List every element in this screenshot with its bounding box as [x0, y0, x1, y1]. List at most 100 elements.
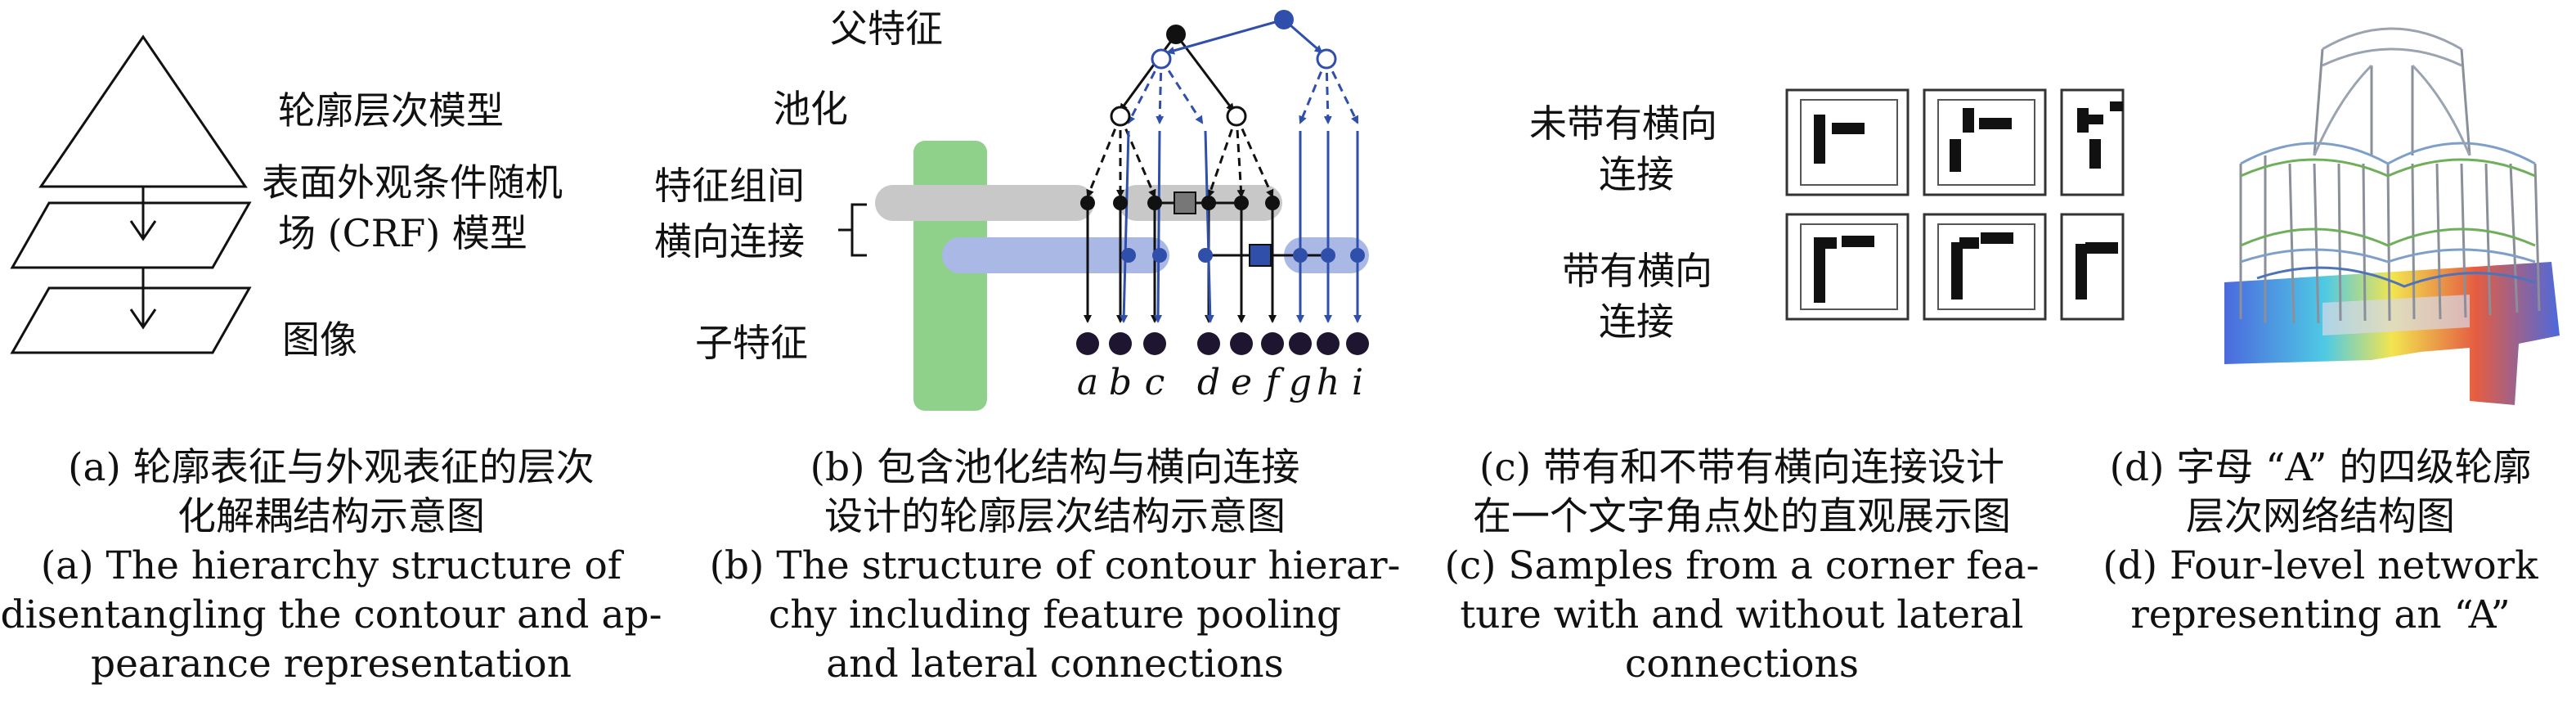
contour-model-triangle [38, 34, 248, 188]
caption-a-cn-line1: (a) 轮廓表征与外观表征的层次 [68, 445, 595, 490]
caption-a-en-line2: disentangling the contour and ap- [0, 592, 662, 637]
child-letter-e: e [1231, 362, 1252, 403]
child-node [1317, 332, 1340, 355]
without-lateral-label-line2: 连接 [1599, 152, 1674, 196]
panel-a-hierarchy-figure [10, 34, 252, 354]
lateral-factor-gray [1174, 191, 1196, 214]
heatmap-hole [2322, 295, 2470, 335]
caption-c-en-line1: (c) Samples from a corner fea- [1444, 543, 2040, 588]
sample-with-3 [2060, 213, 2125, 321]
caption-d: (d) 字母 “A” 的四级轮廓 层次网络结构图 (d) Four-level … [2069, 444, 2572, 640]
pool-node-black-2 [1226, 106, 1247, 127]
child-letter-d: d [1197, 362, 1220, 403]
caption-d-en-line2: representing an “A” [2130, 592, 2511, 637]
group-node-blue [1321, 248, 1335, 263]
without-lateral-label-line1: 未带有横向 [1529, 101, 1717, 146]
edge-black-pool-group1 [1086, 115, 1122, 198]
caption-c: (c) 带有和不带有横向连接设计 在一个文字角点处的直观展示图 (c) Samp… [1423, 444, 2061, 689]
caption-d-cn-line1: (d) 字母 “A” 的四级轮廓 [2109, 445, 2532, 490]
edge-black-pool-group3 [1119, 115, 1156, 198]
edge-blue-leaf-b [1120, 130, 1130, 323]
child-letter-h: h [1317, 362, 1340, 403]
crf-plane [10, 201, 252, 269]
crf-model-label-line2: 场 (CRF) 模型 [278, 211, 527, 255]
edge-blue-pool2-group3 [1325, 58, 1359, 124]
contour-model-label: 轮廓层次模型 [278, 88, 504, 133]
child-node [1346, 332, 1369, 355]
down-arrow-1-head [129, 220, 157, 241]
caption-b-en-line2: chy including feature pooling [768, 592, 1342, 637]
sample-with-1 [1785, 213, 1910, 321]
child-node [1143, 332, 1166, 355]
image-label: 图像 [282, 317, 357, 362]
network-arches [2240, 27, 2536, 288]
with-lateral-label-line2: 连接 [1599, 299, 1674, 344]
pool-node-black-1 [1110, 106, 1131, 127]
pooling-label: 池化 [773, 87, 848, 131]
caption-b-cn-line1: (b) 包含池化结构与横向连接 [810, 445, 1300, 490]
caption-c-cn-line2: 在一个文字角点处的直观展示图 [1473, 494, 2011, 539]
lateral-connection-label-line2: 横向连接 [654, 219, 805, 263]
caption-a-cn-line2: 化解耦结构示意图 [177, 494, 485, 539]
group-node-blue [1121, 248, 1136, 263]
group-node-black [1113, 196, 1128, 210]
group-node-blue [1152, 248, 1167, 263]
edge-black-pool2-group3 [1235, 115, 1274, 198]
edge-blue-pool2-group1 [1299, 58, 1328, 124]
lateral-connection-label-line1: 特征组间 [654, 164, 805, 208]
child-letter-a: a [1077, 362, 1098, 403]
crf-model-label-line1: 表面外观条件随机 [262, 160, 563, 205]
panel-b-hierarchy-figure: a b c d e f g h i [838, 10, 1369, 411]
parent-node-blue [1274, 10, 1294, 29]
lateral-bracket [850, 203, 867, 257]
lateral-factor-blue [1249, 244, 1272, 267]
network-columns [2239, 48, 2541, 324]
caption-a-en-line1: (a) The hierarchy structure of [40, 543, 622, 588]
edge-black-pool2-group1 [1206, 115, 1238, 198]
parent-node-black [1166, 25, 1186, 44]
sample-without-3 [2060, 88, 2125, 196]
caption-d-en-line1: (d) Four-level network [2103, 543, 2538, 588]
child-node [1076, 332, 1099, 355]
edge-blue-pool-group3 [1160, 58, 1204, 124]
sample-with-2 [1923, 213, 2047, 321]
child-node [1197, 332, 1220, 355]
child-node [1261, 332, 1284, 355]
edge-blue-leaf-c [1154, 130, 1163, 323]
edge-blue-leaf-d [1204, 130, 1214, 323]
corner-samples-grid [1785, 88, 2125, 321]
pool-node-blue-2 [1316, 48, 1337, 70]
caption-b-en-line1: (b) The structure of contour hierar- [709, 543, 1401, 588]
child-node [1289, 332, 1312, 355]
group-node-black [1080, 196, 1095, 210]
group-node-black [1147, 196, 1162, 210]
caption-c-en-line2: ture with and without lateral [1460, 592, 2024, 637]
pool-node-blue-1 [1151, 48, 1172, 70]
child-letter-f: f [1263, 362, 1285, 403]
green-highlight-column [913, 141, 987, 411]
group-node-blue [1198, 248, 1213, 263]
panel-d [2126, 0, 2576, 426]
down-arrow-2-head [129, 308, 157, 330]
group-node-black [1201, 196, 1216, 210]
child-letter-c: c [1145, 362, 1165, 403]
panel-b: a b c d e f g h i 父特征 池化 特征组间 横向连接 子特征 [646, 0, 1497, 426]
with-lateral-label-line1: 带有横向 [1562, 249, 1712, 293]
edge-black-parent-pool-left [1119, 34, 1178, 112]
group-node-black [1265, 196, 1280, 210]
caption-c-en-line3: connections [1625, 642, 1859, 687]
edge-blue-pool-group2 [1156, 58, 1165, 124]
edge-blue-pool-group1 [1127, 58, 1163, 124]
child-letter-g: g [1289, 362, 1312, 403]
caption-b-en-line3: and lateral connections [826, 642, 1284, 687]
parent-feature-label: 父特征 [830, 7, 943, 51]
gray-band-left [875, 185, 1094, 221]
child-letter-i: i [1352, 362, 1363, 403]
blue-band-left [942, 237, 1169, 273]
caption-b: (b) 包含池化结构与横向连接 设计的轮廓层次结构示意图 (b) The str… [695, 444, 1415, 689]
edge-black-parent-pool-right [1174, 34, 1235, 112]
caption-d-cn-line2: 层次网络结构图 [2186, 494, 2455, 539]
group-node-black [1234, 196, 1249, 210]
letter-a-network-figure [2224, 27, 2560, 405]
caption-b-cn-line2: 设计的轮廓层次结构示意图 [824, 494, 1286, 539]
